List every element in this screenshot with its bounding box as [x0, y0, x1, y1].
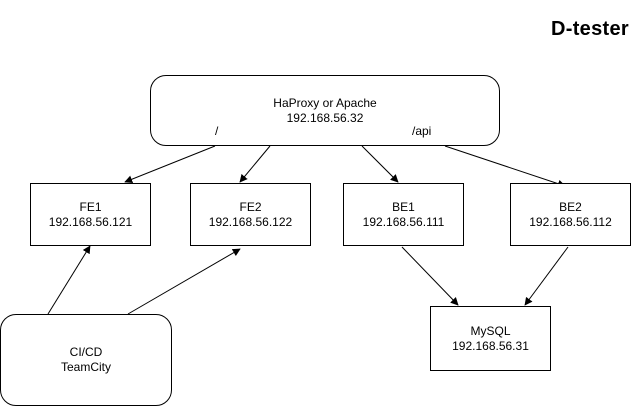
node-fe1-ip: 192.168.56.121 [48, 214, 133, 229]
node-mysql-ip: 192.168.56.31 [452, 338, 529, 353]
node-load-balancer-ip: 192.168.56.32 [286, 110, 364, 125]
edge-cicd-to-fe2 [127, 248, 241, 315]
node-fe2-ip: 192.168.56.122 [208, 214, 293, 229]
node-fe2-name: FE2 [239, 199, 262, 214]
node-be2-name: BE2 [559, 199, 582, 214]
node-cicd[interactable]: CI/CD TeamCity [0, 314, 172, 406]
node-load-balancer-name: HaProxy or Apache [273, 95, 377, 110]
node-fe1-name: FE1 [79, 199, 102, 214]
route-label-root: / [215, 124, 219, 138]
node-mysql[interactable]: MySQL 192.168.56.31 [430, 306, 551, 371]
node-be1-ip: 192.168.56.111 [362, 214, 445, 229]
node-be1-name: BE1 [392, 199, 415, 214]
diagram-title: D-tester [551, 18, 629, 40]
node-be1[interactable]: BE1 192.168.56.111 [343, 183, 464, 246]
edge-proxy-to-fe1 [124, 145, 216, 184]
edge-be2-to-mysql [524, 246, 569, 306]
node-be2-ip: 192.168.56.112 [529, 214, 612, 229]
edge-proxy-to-be2 [444, 145, 566, 188]
node-cicd-tool: TeamCity [60, 360, 111, 374]
edge-be1-to-mysql [401, 246, 459, 306]
node-load-balancer[interactable]: HaProxy or Apache 192.168.56.32 [150, 75, 500, 146]
route-label-api: /api [412, 124, 432, 138]
node-cicd-name: CI/CD [69, 345, 103, 359]
edge-proxy-to-be1 [361, 145, 399, 183]
edge-cicd-to-fe1 [47, 245, 91, 315]
node-fe2[interactable]: FE2 192.168.56.122 [190, 183, 311, 246]
node-be2[interactable]: BE2 192.168.56.112 [510, 183, 631, 246]
node-mysql-name: MySQL [470, 323, 511, 338]
node-fe1[interactable]: FE1 192.168.56.121 [30, 183, 151, 246]
edge-proxy-to-fe2 [239, 145, 271, 183]
